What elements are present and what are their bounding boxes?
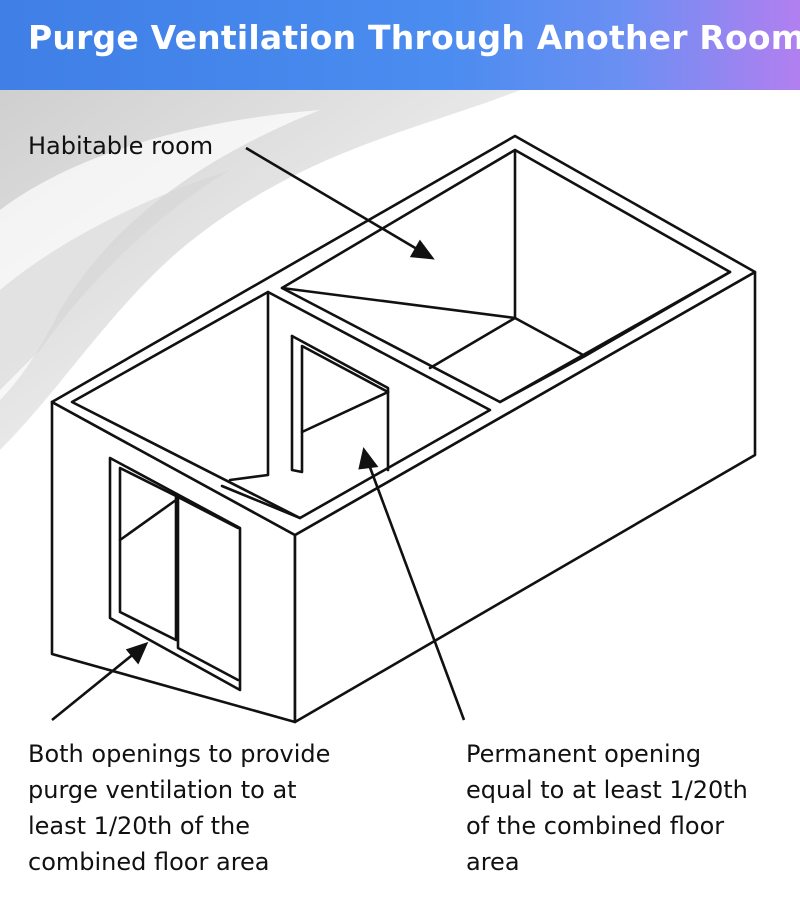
both-openings-label: Both openings to provide purge ventilati… (28, 736, 408, 880)
page-title: Purge Ventilation Through Another Room (28, 18, 800, 57)
permanent-opening-line: Permanent opening (466, 740, 702, 768)
opening-frame (290, 334, 390, 474)
permanent-opening-line: area (466, 848, 520, 876)
both-openings-line: Both openings to provide (28, 740, 331, 768)
door-inner (118, 466, 178, 642)
both-openings-line: combined floor area (28, 848, 270, 876)
background-swirl (0, 90, 520, 450)
header-banner: Purge Ventilation Through Another Room (0, 0, 800, 90)
habitable-floor-left (428, 316, 517, 370)
permanent-arrow-line (366, 461, 466, 721)
permanent-opening-line: equal to at least 1/20th (466, 776, 748, 804)
opening-frame-top (290, 334, 390, 472)
both-arrow-line (51, 650, 137, 722)
both-openings-line: least 1/20th of the (28, 812, 250, 840)
both-openings-line: purge ventilation to at (28, 776, 297, 804)
both-arrow-head (125, 641, 149, 665)
permanent-arrow-head (358, 446, 379, 470)
door-split (174, 494, 240, 530)
habitable-arrow-line (245, 146, 423, 254)
permanent-opening-line: of the combined floor (466, 812, 725, 840)
habitable-right-corner (583, 270, 732, 358)
habitable-arrow-head (409, 239, 435, 260)
left-room-inner-rim (70, 290, 492, 520)
habitable-room-label: Habitable room (28, 132, 214, 160)
door-inner-right (176, 496, 240, 682)
partition-wall (228, 290, 270, 482)
permanent-opening-label: Permanent opening equal to at least 1/20… (466, 736, 786, 880)
door-floor (118, 498, 178, 542)
opening-floor-line (300, 390, 390, 434)
left-room-floor (220, 484, 302, 520)
